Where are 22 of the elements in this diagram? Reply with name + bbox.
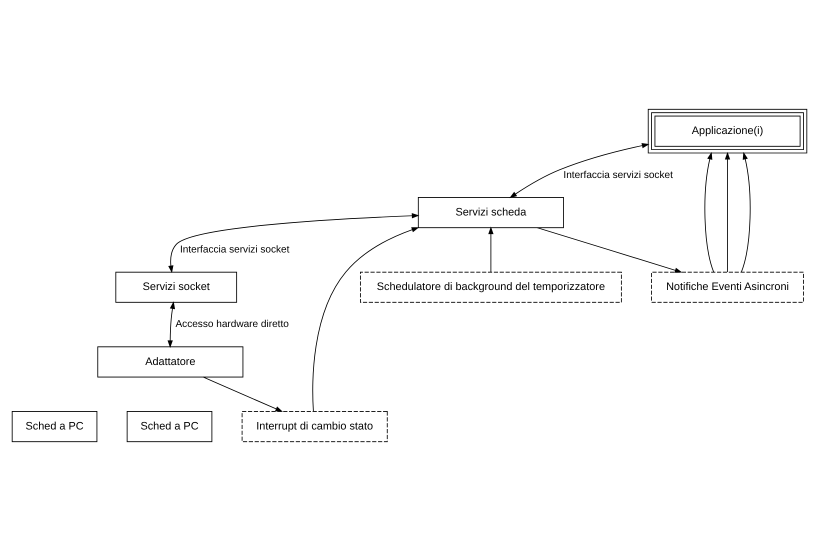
arrow xyxy=(741,152,751,272)
node-box: Interrupt di cambio stato xyxy=(242,411,388,442)
edge-label: Accesso hardware diretto xyxy=(175,319,289,330)
arrow xyxy=(168,301,176,348)
node-box: Applicazione(i) xyxy=(648,108,808,154)
node-box: Sched a PC xyxy=(12,411,98,442)
node-box: Sched a PC xyxy=(126,411,212,442)
node-box: Adattatore xyxy=(97,346,244,378)
arrow xyxy=(704,152,714,272)
arrow xyxy=(488,226,494,272)
arrow xyxy=(168,213,420,274)
node-box: Servizi socket xyxy=(115,272,238,303)
arrow xyxy=(724,152,730,272)
node-box: Notifiche Eventi Asincroni xyxy=(651,272,804,303)
arrow xyxy=(509,143,650,198)
node-box: Servizi scheda xyxy=(418,197,564,228)
edge-label: Interfaccia servizi socket xyxy=(563,170,673,181)
arrow xyxy=(202,376,283,412)
arrow xyxy=(312,227,420,412)
node-box: Schedulatore di background del temporizzatore xyxy=(360,272,622,303)
edge-label: Interfaccia servizi socket xyxy=(180,244,290,256)
arrow xyxy=(536,227,682,273)
